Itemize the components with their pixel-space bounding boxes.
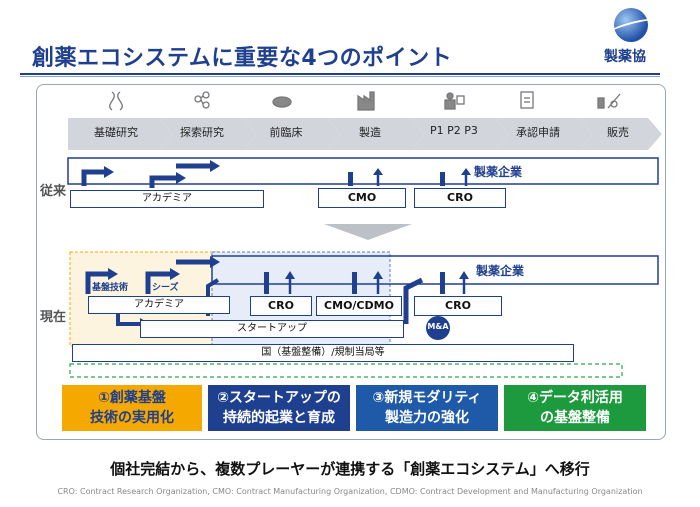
stage-label-5: 承認申請 [516,126,560,139]
factory-icon [357,91,375,111]
logo-globe-icon [614,8,648,42]
transition-arrow-icon [324,224,412,240]
summary-text: 個社完結から、複数プレーヤーが連携する「創薬エコシステム」へ移行 [110,460,590,478]
title-underline [20,73,660,75]
past-cmo-box: CMO [318,188,406,208]
stage-chevron-3 [328,118,424,150]
stage-chevron-1 [160,118,256,150]
stage-label-3: 製造 [359,126,381,139]
point-3-box: ③新規モダリティ 製造力の強化 [356,385,498,431]
point-1-box: ①創薬基盤 技術の実用化 [62,385,202,431]
point-1-label: ①創薬基盤 技術の実用化 [90,390,174,426]
present-pharma-label: 製薬企業 [476,264,525,278]
stage-label-1: 探索研究 [180,126,224,139]
row-label-present: 現在 [40,310,67,325]
stage-label-4: P1 P2 P3 [430,124,478,137]
row-label-past: 従来 [40,184,67,199]
logo-text: 製薬協 [604,49,646,65]
ma-label: M&A [427,322,449,331]
point-3-label: ③新規モダリティ 製造力の強化 [372,390,482,426]
past-cro-box: CRO [414,188,506,208]
past-academia-box: アカデミア [70,190,264,208]
stage-chevron-5 [496,118,592,150]
medicine-icon [597,93,621,109]
stage-label-0: 基礎研究 [94,126,138,139]
ma-arrow [403,277,424,324]
point4-area [69,363,623,378]
present-cmo-cdmo-box: CMO/CDMO [316,296,402,316]
point-4-label: ④データ利活用 の基盤整備 [527,390,623,426]
present-cro-box-1: CRO [250,296,312,316]
diagram-frame [36,84,666,440]
present-pharma-lane [211,255,659,285]
ma-badge [426,316,450,340]
footnote: CRO: Contract Research Organization, CMO… [57,487,643,496]
stage-chevron-6 [580,118,662,150]
present-academia-box: アカデミア [88,296,230,314]
point-2-label: ②スタートアップの 持続的起業と育成 [217,390,341,426]
government-box: 国（基盤整備）/規制当局等 [72,344,574,362]
seeds-label: シーズ [152,283,179,293]
stage-chevron-0 [68,118,172,150]
past-arrow-1 [81,169,104,186]
past-pharma-lane [67,157,659,185]
present-arrow-1 [85,271,108,294]
basic-tech-label: 基盤技術 [92,283,129,293]
dna-icon [109,91,123,111]
past-pharma-label: 製薬企業 [474,165,523,179]
point-2-box: ②スタートアップの 持続的起業と育成 [208,385,350,431]
stage-chevron-4 [412,118,508,150]
startup-box: スタートアップ [140,320,404,338]
mouse-icon [272,96,292,108]
stage-chevron-2 [244,118,340,150]
document-icon [520,91,534,109]
point-4-box: ④データ利活用 の基盤整備 [504,385,646,431]
stage-label-6: 販売 [607,126,629,139]
molecule-icon [194,91,210,109]
page-title: 創薬エコシステムに重要な4つのポイント [32,46,453,71]
present-cro-box-2: CRO [414,296,502,316]
title-underline-thin [20,76,660,77]
patient-icon [444,92,465,110]
past-arrow-2 [149,175,176,188]
stage-label-2: 前臨床 [269,126,303,139]
